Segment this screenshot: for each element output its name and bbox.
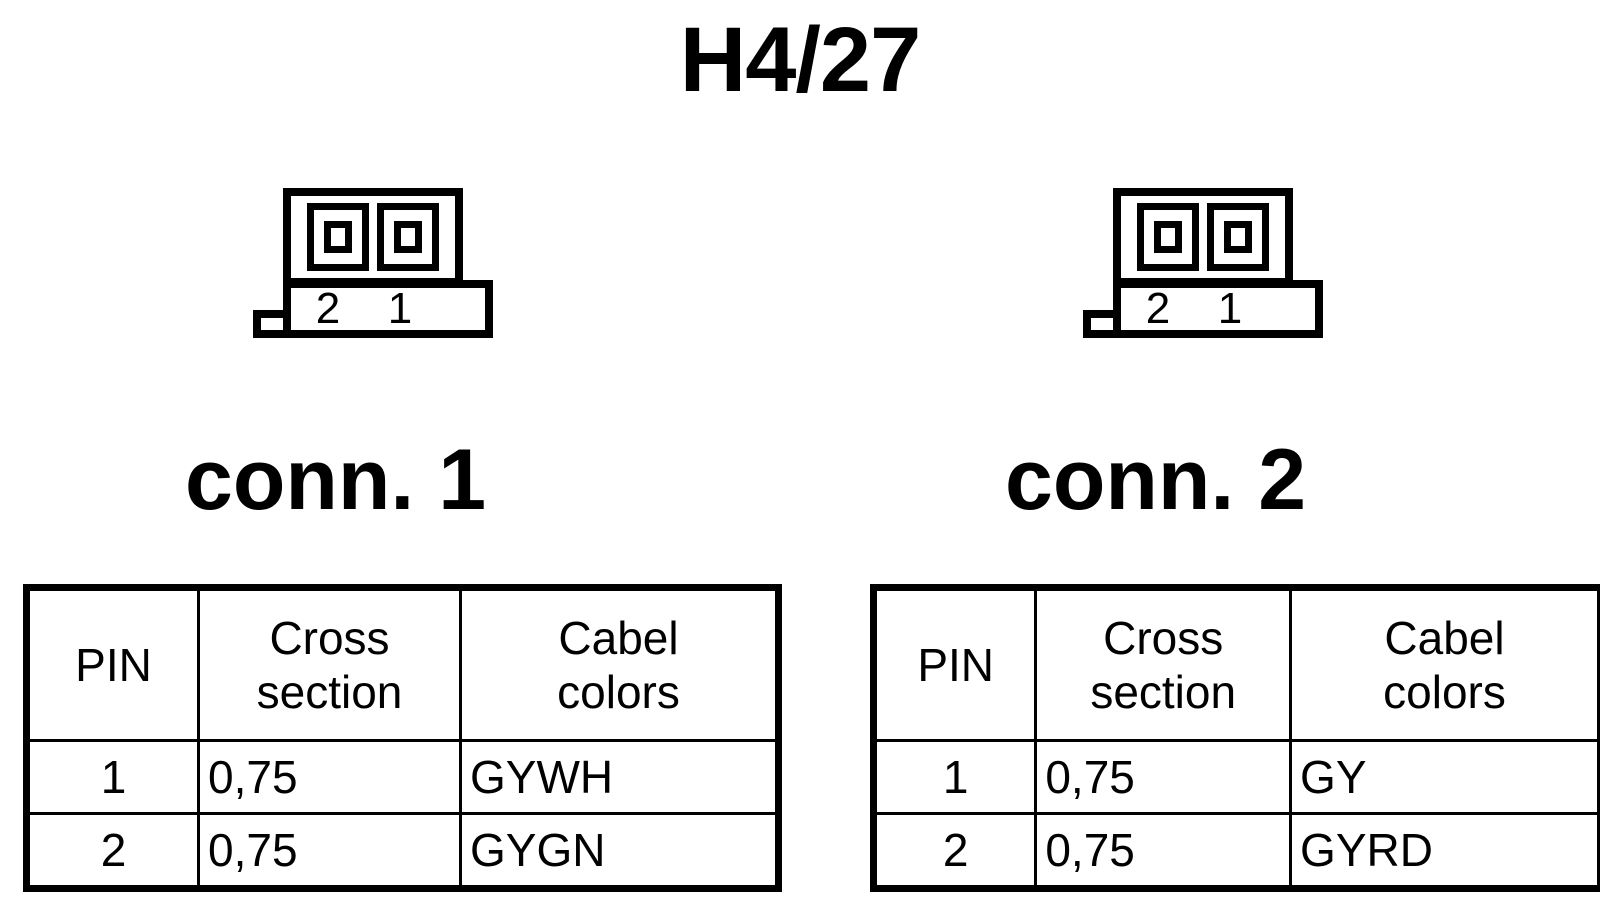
cell-cross-section: 0,75 [197, 739, 462, 815]
cell-cable-colors: GY [1289, 739, 1600, 815]
pin-square-icon [1137, 203, 1199, 271]
connector-pin-number: 1 [1217, 284, 1243, 333]
column-header-cross-section: Cross section [197, 588, 462, 742]
cell-cable-colors: GYRD [1289, 812, 1600, 888]
connector-pin-number: 1 [387, 284, 413, 333]
table-header-row: PIN Cross section Cabel colors [873, 588, 1600, 742]
cell-pin: 2 [27, 812, 200, 888]
pin-square-icon [1207, 203, 1269, 271]
cell-cross-section: 0,75 [1034, 739, 1293, 815]
table-row: 2 0,75 GYRD [873, 812, 1600, 888]
column-header-pin: PIN [873, 588, 1038, 742]
column-header-pin: PIN [27, 588, 200, 742]
connector-2-label: conn. 2 [1005, 432, 1307, 528]
table-header-row: PIN Cross section Cabel colors [27, 588, 778, 742]
pin-square-icon [377, 203, 439, 271]
connector-symbol-2: 2 1 [1078, 188, 1328, 348]
pin-square-inner-icon [1154, 221, 1182, 253]
page-title: H4/27 [679, 9, 922, 111]
pin-square-inner-icon [324, 221, 352, 253]
pin-square-icon [307, 203, 369, 271]
column-header-cable-colors: Cabel colors [459, 588, 778, 742]
connector-pin-numbers: 2 1 [291, 284, 485, 333]
pin-square-inner-icon [394, 221, 422, 253]
connector-pin-icons [1121, 196, 1285, 278]
pin-table-connector-1: PIN Cross section Cabel colors 1 0,75 GY… [23, 584, 782, 892]
cell-cable-colors: GYGN [459, 812, 778, 888]
cell-pin: 2 [873, 812, 1038, 888]
connector-housing-upper [283, 188, 463, 286]
cell-cable-colors: GYWH [459, 739, 778, 815]
cell-pin: 1 [873, 739, 1038, 815]
pin-table-connector-2: PIN Cross section Cabel colors 1 0,75 GY… [870, 584, 1600, 892]
connector-symbol-1: 2 1 [248, 188, 498, 348]
connector-housing-upper [1113, 188, 1293, 286]
cell-cross-section: 0,75 [1034, 812, 1293, 888]
table-row: 1 0,75 GY [873, 739, 1600, 815]
cell-pin: 1 [27, 739, 200, 815]
column-header-cable-colors: Cabel colors [1289, 588, 1600, 742]
connector-pin-numbers: 2 1 [1121, 284, 1315, 333]
cell-cross-section: 0,75 [197, 812, 462, 888]
connector-1-label: conn. 1 [185, 432, 487, 528]
connector-pin-number: 2 [315, 284, 341, 333]
connector-housing-lower: 2 1 [1113, 280, 1323, 338]
table-row: 2 0,75 GYGN [27, 812, 778, 888]
connector-pin-icons [291, 196, 455, 278]
table-row: 1 0,75 GYWH [27, 739, 778, 815]
pin-square-inner-icon [1224, 221, 1252, 253]
column-header-cross-section: Cross section [1034, 588, 1293, 742]
connector-pin-number: 2 [1145, 284, 1171, 333]
connector-housing-lower: 2 1 [283, 280, 493, 338]
